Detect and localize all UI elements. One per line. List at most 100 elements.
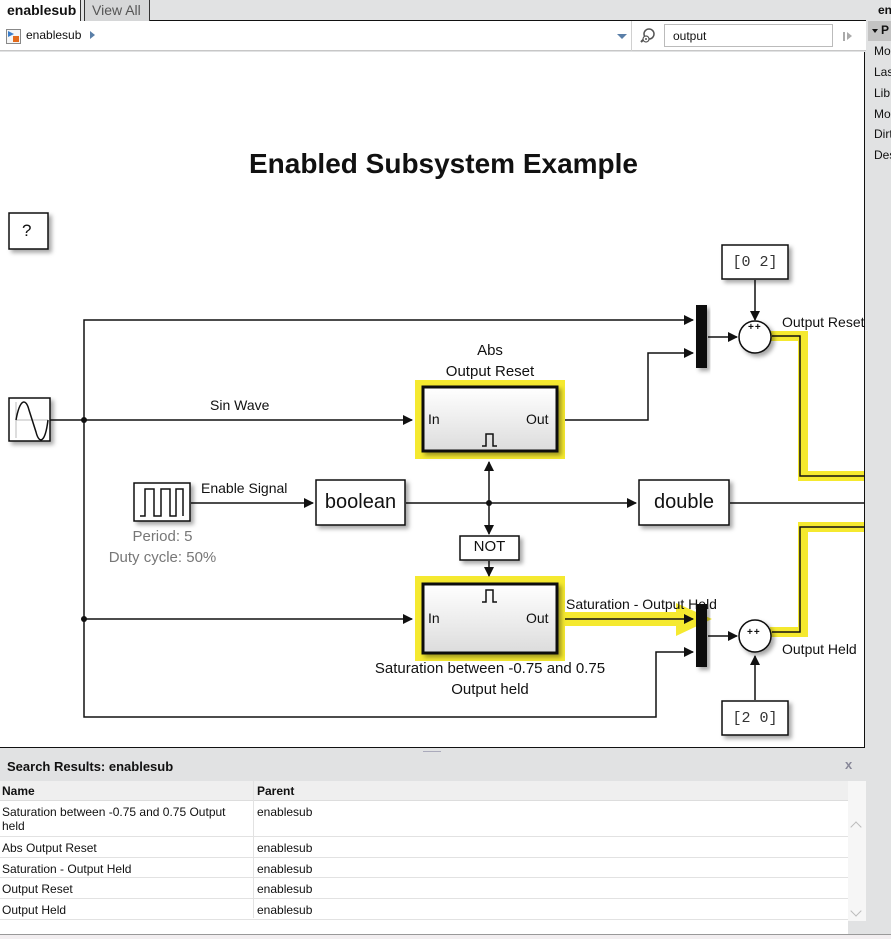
- search-input[interactable]: [664, 24, 833, 47]
- table-row[interactable]: Saturation between -0.75 and 0.75 Output…: [0, 801, 848, 837]
- pulse-duty-cycle: Duty cycle: 50%: [108, 549, 217, 566]
- row-name: Output Reset: [2, 882, 73, 896]
- side-panel-section-header[interactable]: P: [868, 21, 891, 41]
- sat-subsystem-name-1: Saturation between -0.75 and 0.75: [374, 660, 606, 677]
- table-header: Name Parent: [0, 781, 848, 801]
- abs-in-port-label: In: [428, 411, 440, 427]
- constant-top[interactable]: [721, 244, 789, 280]
- row-parent: enablesub: [257, 841, 313, 855]
- constant-top-value: [0 2]: [732, 254, 778, 271]
- column-header-name[interactable]: Name: [2, 784, 35, 798]
- chevron-up-icon[interactable]: [850, 821, 862, 833]
- table-row[interactable]: Output Reset enablesub: [0, 878, 848, 899]
- side-panel-item: Las: [874, 65, 891, 79]
- mux-top[interactable]: [696, 305, 707, 368]
- tab-strip: enablesub View All: [0, 0, 866, 21]
- double-block-label: double: [653, 491, 715, 513]
- sine-wave-block[interactable]: [8, 397, 51, 442]
- sat-subsystem-name-2: Output held: [451, 681, 529, 698]
- help-block-label: ?: [22, 221, 32, 240]
- signal-label-enable[interactable]: Enable Signal: [201, 480, 288, 496]
- branch-point: [81, 616, 87, 622]
- abs-subsystem-block[interactable]: [421, 385, 559, 453]
- status-bar: [0, 934, 891, 939]
- tab-view-all[interactable]: View All: [84, 0, 150, 21]
- side-panel-item: Lib: [874, 86, 891, 100]
- signal-lines: [50, 280, 864, 718]
- signal-label-output-held[interactable]: Output Held: [782, 641, 857, 657]
- row-name: Saturation between -0.75 and 0.75 Output…: [2, 805, 226, 833]
- property-inspector-panel: en P Mo Las Lib Mo Dirt Des: [866, 0, 891, 939]
- branch-point: [81, 417, 87, 423]
- abs-subsystem-name-2: Output Reset: [445, 363, 535, 380]
- saturation-subsystem-block[interactable]: [421, 582, 559, 655]
- sum-block-top[interactable]: [738, 320, 772, 354]
- row-name: Saturation - Output Held: [2, 862, 132, 876]
- row-name: Output Held: [2, 903, 67, 917]
- abs-out-port-label: Out: [526, 411, 549, 427]
- search-next-icon[interactable]: [843, 32, 853, 42]
- row-name: Abs Output Reset: [2, 841, 97, 855]
- row-parent: enablesub: [257, 862, 313, 876]
- sum-top-signs: ++: [748, 322, 762, 333]
- not-block[interactable]: [459, 535, 520, 561]
- search-results-table: Name Parent Saturation between -0.75 and…: [0, 781, 848, 935]
- close-icon[interactable]: x: [845, 757, 853, 772]
- table-row[interactable]: Abs Output Reset enablesub: [0, 837, 848, 858]
- pulse-generator-block[interactable]: [133, 482, 191, 522]
- not-block-label: NOT: [473, 538, 506, 555]
- highlight-output-reset: [770, 331, 864, 481]
- panel-resize-grip[interactable]: [423, 751, 441, 752]
- column-divider: [253, 781, 254, 918]
- enable-port-icon: [482, 589, 497, 603]
- column-header-parent[interactable]: Parent: [257, 784, 295, 798]
- sat-in-port-label: In: [428, 610, 440, 626]
- row-parent: enablesub: [257, 903, 313, 917]
- side-panel-title: en: [878, 3, 891, 17]
- search-results-title: Search Results: enablesub: [7, 759, 174, 774]
- diagram-title: Enabled Subsystem Example: [248, 148, 639, 179]
- sat-out-port-label: Out: [526, 610, 549, 626]
- boolean-block[interactable]: [315, 479, 406, 526]
- row-parent: enablesub: [257, 882, 313, 896]
- search-icon[interactable]: [639, 27, 657, 45]
- table-row[interactable]: Saturation - Output Held enablesub: [0, 858, 848, 878]
- sum-block-bottom[interactable]: [738, 619, 772, 653]
- collapse-icon[interactable]: [872, 29, 878, 33]
- boolean-block-label: boolean: [324, 491, 397, 513]
- side-panel-item: Mo: [874, 107, 891, 121]
- breadcrumb-arrow-icon[interactable]: [90, 31, 95, 39]
- chevron-down-icon[interactable]: [617, 34, 627, 39]
- tab-enablesub[interactable]: enablesub: [0, 0, 81, 21]
- toolbar-separator: [631, 21, 632, 51]
- model-canvas[interactable]: [0, 52, 865, 748]
- model-icon: [6, 29, 21, 44]
- chevron-down-icon[interactable]: [850, 905, 862, 917]
- enable-port-icon: [482, 433, 497, 447]
- diagram-svg: [8, 212, 864, 736]
- abs-subsystem-name-1: Abs: [477, 342, 503, 359]
- double-block[interactable]: [638, 479, 730, 526]
- side-panel-item: Dirt: [874, 127, 891, 141]
- side-panel-item: Mo: [874, 44, 891, 58]
- help-block[interactable]: [8, 212, 49, 250]
- highlight-output-held: [770, 522, 864, 637]
- branch-point: [486, 500, 492, 506]
- constant-bottom-value: [2 0]: [732, 710, 778, 727]
- signal-label-saturation-output-held[interactable]: Saturation - Output Held: [566, 596, 717, 612]
- constant-bottom[interactable]: [721, 700, 789, 736]
- sum-bottom-signs: ++: [747, 627, 761, 638]
- mux-bottom[interactable]: [696, 604, 707, 667]
- signal-label-output-reset[interactable]: Output Reset: [782, 314, 865, 330]
- row-parent: enablesub: [257, 805, 313, 819]
- pulse-period: Period: 5: [132, 528, 193, 545]
- search-results-panel: Search Results: enablesub x Name Parent …: [0, 749, 866, 935]
- explorer-bar: enablesub: [0, 21, 866, 51]
- results-scrollbar[interactable]: [848, 781, 866, 921]
- signal-label-sin-wave[interactable]: Sin Wave: [210, 397, 270, 413]
- breadcrumb-model[interactable]: enablesub: [26, 28, 82, 42]
- side-panel-item: Des: [874, 148, 891, 162]
- table-row[interactable]: Output Held enablesub: [0, 899, 848, 920]
- tab-divider: [150, 20, 866, 21]
